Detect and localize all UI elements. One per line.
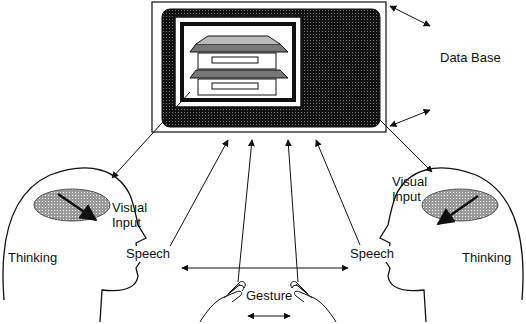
visual-input-label: Visual Input bbox=[392, 174, 436, 204]
visual-input-label: Visual Input bbox=[112, 200, 156, 230]
gesture-label: Gesture bbox=[244, 288, 294, 303]
thinking-label: Thinking bbox=[8, 250, 57, 265]
speech-label: Speech bbox=[124, 246, 172, 261]
speech-label: Speech bbox=[348, 246, 396, 261]
thinking-label: Thinking bbox=[462, 250, 511, 265]
database-label: Data Base bbox=[440, 50, 501, 65]
